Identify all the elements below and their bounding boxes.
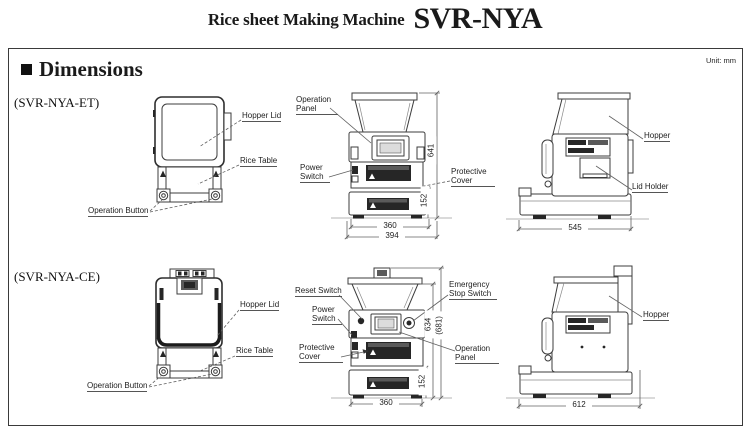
ce-top-view-drawing <box>148 268 240 388</box>
ce-dim-depth-612: 612 <box>566 400 592 410</box>
section-header: Dimensions <box>21 57 143 82</box>
ce-operation-button-label: Operation Button <box>87 381 148 393</box>
ce-hopper-lid-label: Hopper Lid <box>240 300 280 312</box>
ce-dim-height-634: 634 <box>424 310 434 339</box>
et-top-view-drawing <box>149 96 242 213</box>
et-front-view-drawing <box>328 90 451 240</box>
ce-emergency-stop-switch-label: Emergency Stop Switch <box>449 280 497 301</box>
ce-operation-panel-label: Operation Panel <box>455 344 499 365</box>
title-prefix: Rice sheet Making Machine <box>207 10 405 29</box>
et-dim-base-152: 152 <box>420 186 430 215</box>
et-hopper-lid-label: Hopper Lid <box>242 111 282 123</box>
et-dim-width-394: 394 <box>379 231 405 241</box>
et-dim-height-641: 641 <box>427 136 437 165</box>
ce-protective-cover-label: Protective Cover <box>299 343 343 364</box>
ce-dim-height-681: (681) <box>435 311 445 340</box>
et-dim-width-360: 360 <box>377 221 403 231</box>
ground-lines <box>331 217 655 399</box>
et-model-label: (SVR-NYA-ET) <box>14 95 100 110</box>
et-lid-holder-label: Lid Holder <box>632 182 669 194</box>
unit-label: Unit: mm <box>706 56 736 65</box>
et-power-switch-label: Power Switch <box>300 163 330 184</box>
ce-side-view-drawing <box>516 265 643 409</box>
ce-hopper-label: Hopper <box>643 310 670 322</box>
et-rice-table-label: Rice Table <box>240 156 278 168</box>
page-title: Rice sheet Making Machine SVR-NYA <box>0 2 750 36</box>
ce-dim-base-152: 152 <box>418 367 428 396</box>
section-bullet-icon <box>21 64 32 75</box>
ce-power-switch-label: Power Switch <box>312 305 342 326</box>
et-protective-cover-label: Protective Cover <box>451 167 495 188</box>
et-dim-depth-545: 545 <box>562 223 588 233</box>
ce-reset-switch-label: Reset Switch <box>295 286 342 298</box>
et-hopper-label: Hopper <box>644 131 671 143</box>
et-side-view-drawing <box>516 92 644 232</box>
ce-model-label: (SVR-NYA-CE) <box>14 269 100 284</box>
title-model-name: SVR-NYA <box>413 2 543 35</box>
et-operation-panel-label: Operation Panel <box>296 95 338 116</box>
section-title: Dimensions <box>39 57 143 81</box>
ce-dim-width-360: 360 <box>373 398 399 408</box>
et-operation-button-label: Operation Button <box>88 206 149 218</box>
ce-rice-table-label: Rice Table <box>236 346 274 358</box>
